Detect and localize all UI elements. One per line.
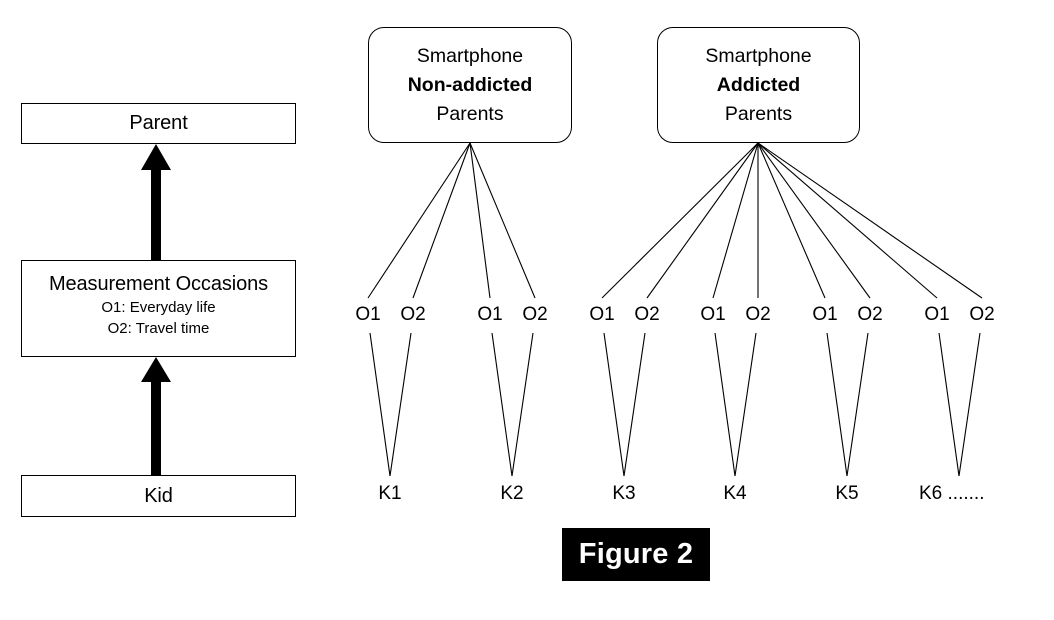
kid-node-label-k3[interactable]: K3 [612, 483, 636, 504]
occasion-label-k1-o1[interactable]: O1 [355, 304, 381, 325]
v-connectors-kids [369, 332, 981, 477]
kid-node-label-k5[interactable]: K5 [835, 483, 859, 504]
kid-node-label-k6[interactable]: K6 ....... [919, 483, 985, 504]
parent-box-title: Parent [129, 112, 188, 134]
kid-node-label-k2[interactable]: K2 [500, 483, 524, 504]
group-line-parents: Parents [724, 102, 793, 125]
occasion-label-k4-o2[interactable]: O2 [745, 304, 771, 325]
kid-box-title: Kid [144, 484, 173, 507]
level-box-measurement-occasions[interactable]: Measurement Occasions O1: Everyday life … [21, 260, 296, 357]
group-box-addicted-parents[interactable]: Smartphone Addicted Parents [657, 27, 860, 143]
occasion-label-k6-o2[interactable]: O2 [969, 304, 995, 325]
group-line-non-addicted: Non-addicted [407, 73, 533, 96]
occasion-label-k6-o1[interactable]: O1 [924, 304, 950, 325]
occasion-label-k3-o1[interactable]: O1 [589, 304, 615, 325]
group-box-non-addicted-parents[interactable]: Smartphone Non-addicted Parents [368, 27, 572, 143]
group-line-addicted: Addicted [716, 73, 801, 96]
level-box-kid[interactable]: Kid [21, 475, 296, 517]
arrow-kid-to-measurement [141, 357, 171, 475]
group-line-parents: Parents [436, 102, 504, 125]
measurement-subline-o1: O1: Everyday life [101, 299, 216, 316]
occasion-label-k2-o2[interactable]: O2 [522, 304, 548, 325]
occasion-label-k5-o1[interactable]: O1 [812, 304, 838, 325]
fan-lines-addicted [601, 142, 983, 299]
occasion-label-k4-o1[interactable]: O1 [700, 304, 726, 325]
arrow-measurement-to-parent [141, 144, 171, 260]
kid-node-label-k1[interactable]: K1 [378, 483, 402, 504]
occasion-label-k5-o2[interactable]: O2 [857, 304, 883, 325]
group-line-smartphone: Smartphone [416, 44, 524, 67]
fan-lines-non-addicted [367, 142, 536, 299]
group-line-smartphone: Smartphone [705, 44, 812, 67]
occasion-label-k3-o2[interactable]: O2 [634, 304, 660, 325]
measurement-subline-o2: O2: Travel time [107, 320, 210, 337]
occasion-label-k1-o2[interactable]: O2 [400, 304, 426, 325]
figure-caption: Figure 2 [562, 528, 710, 581]
level-box-parent[interactable]: Parent [21, 103, 296, 144]
kid-node-label-k4[interactable]: K4 [723, 483, 747, 504]
occasion-label-k2-o1[interactable]: O1 [477, 304, 503, 325]
measurement-box-title: Measurement Occasions [48, 273, 269, 295]
